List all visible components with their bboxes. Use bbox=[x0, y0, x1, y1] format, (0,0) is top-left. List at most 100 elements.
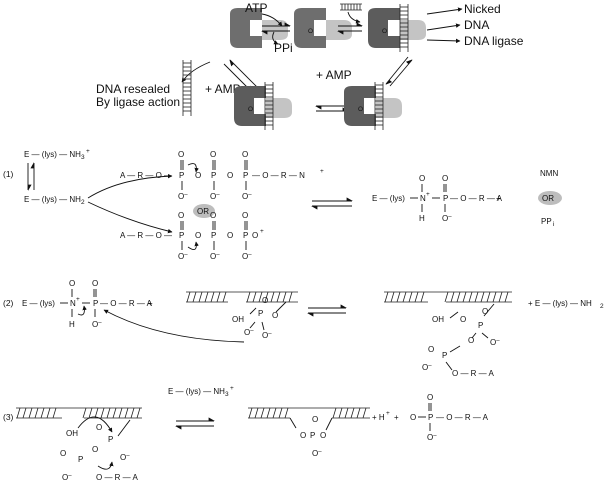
svg-text:H: H bbox=[419, 214, 425, 223]
dna-rung bbox=[270, 291, 275, 303]
e-lys-nh3-step3: E — (lys) — NH bbox=[168, 387, 225, 396]
dna-rung bbox=[338, 407, 343, 419]
amp-product: O P — O — R — A O O– bbox=[410, 393, 489, 442]
dna-ladder-4 bbox=[264, 82, 274, 130]
amp-mark-3: O bbox=[382, 28, 387, 35]
svg-text:3: 3 bbox=[81, 154, 85, 161]
svg-text:+: + bbox=[260, 228, 264, 235]
dna-ladder-3 bbox=[399, 4, 409, 52]
ligase-enzyme-3: O bbox=[368, 8, 426, 48]
dna-rung bbox=[266, 407, 271, 419]
amp-mark-4: O bbox=[248, 106, 253, 113]
svg-text:O: O bbox=[242, 211, 248, 220]
svg-text:+: + bbox=[76, 296, 80, 303]
svg-text:O: O bbox=[272, 311, 278, 320]
svg-text:O–: O– bbox=[178, 252, 188, 261]
svg-text:P: P bbox=[93, 299, 98, 308]
dna-rung bbox=[396, 291, 401, 303]
dna-rung bbox=[118, 407, 123, 419]
atp-p3: P bbox=[243, 171, 248, 180]
svg-text:P: P bbox=[243, 231, 248, 240]
svg-text:P: P bbox=[443, 194, 448, 203]
svg-text:OH: OH bbox=[232, 315, 244, 324]
h-plus: + H bbox=[372, 413, 385, 422]
svg-text:E — (lys): E — (lys) bbox=[372, 194, 405, 203]
atp-p2: P bbox=[211, 171, 216, 180]
dna-rung bbox=[462, 291, 467, 303]
dna-rung bbox=[474, 291, 479, 303]
dna-rung bbox=[22, 407, 27, 419]
ligase-enzyme-2: O bbox=[294, 8, 352, 48]
or-badge-2 bbox=[538, 191, 562, 205]
step-1-label: (1) bbox=[3, 169, 14, 179]
dna-rung bbox=[258, 291, 263, 303]
ligase-enzyme-5: O bbox=[344, 86, 402, 126]
dna-ligase-label: DNA ligase bbox=[464, 34, 524, 48]
svg-text:O–: O– bbox=[312, 449, 322, 458]
step2-enzyme-amp: E — (lys) N + P — O — R — A + O O H O– bbox=[22, 279, 153, 329]
svg-text:P: P bbox=[78, 455, 83, 464]
dna-ladder-5 bbox=[374, 82, 384, 130]
svg-text:+: + bbox=[320, 168, 324, 175]
svg-text:E — (lys): E — (lys) bbox=[22, 299, 55, 308]
dna-ladder-sealed bbox=[182, 60, 192, 116]
svg-text:O–: O– bbox=[422, 363, 432, 372]
svg-text:O: O bbox=[195, 171, 201, 180]
svg-text:+: + bbox=[86, 148, 90, 155]
atp-label: ATP bbox=[245, 1, 267, 15]
dna-rung bbox=[28, 407, 33, 419]
svg-text:H: H bbox=[69, 320, 75, 329]
svg-text:O–: O– bbox=[210, 192, 220, 201]
svg-text:O–: O– bbox=[62, 473, 72, 482]
dna-rung bbox=[350, 407, 355, 419]
dna-rung bbox=[192, 291, 197, 303]
svg-text:O: O bbox=[210, 150, 216, 159]
dna-rung bbox=[136, 407, 141, 419]
top-arrows bbox=[181, 7, 463, 112]
dna-rung bbox=[100, 407, 105, 419]
dna-rung bbox=[456, 291, 461, 303]
dna-rung bbox=[356, 407, 361, 419]
atp-p1: P bbox=[179, 171, 184, 180]
svg-text:N: N bbox=[70, 299, 76, 308]
dna-rung bbox=[282, 291, 287, 303]
dna-rung bbox=[124, 407, 129, 419]
svg-text:O–: O– bbox=[242, 252, 252, 261]
dna-rung bbox=[498, 291, 503, 303]
dna-rung bbox=[492, 291, 497, 303]
svg-text:O: O bbox=[460, 315, 466, 324]
amp-mark-5: O bbox=[358, 106, 363, 113]
dna-rung bbox=[390, 291, 395, 303]
svg-text:O: O bbox=[195, 231, 201, 240]
svg-text:O: O bbox=[92, 279, 98, 288]
dna-rung bbox=[408, 291, 413, 303]
dna-rung bbox=[276, 291, 281, 303]
dna-rung bbox=[278, 407, 283, 419]
svg-text:P: P bbox=[108, 435, 113, 444]
step1-product: E — (lys) N + P — O — R — A + O O H O– bbox=[372, 174, 503, 223]
dna-rung bbox=[52, 407, 57, 419]
amp-label-1: + AMP bbox=[316, 68, 352, 82]
dna-rung bbox=[444, 291, 449, 303]
svg-text:O–: O– bbox=[244, 328, 254, 337]
dna-rung bbox=[34, 407, 39, 419]
dna-rung bbox=[402, 291, 407, 303]
nmn-label: NMN bbox=[540, 169, 558, 178]
svg-text:O: O bbox=[427, 393, 433, 402]
svg-text:P: P bbox=[478, 321, 483, 330]
svg-text:P: P bbox=[310, 431, 315, 440]
svg-text:O: O bbox=[468, 336, 474, 345]
svg-text:2: 2 bbox=[600, 303, 604, 310]
svg-text:+: + bbox=[148, 299, 153, 308]
dna-rung bbox=[414, 291, 419, 303]
dna-rung bbox=[420, 291, 425, 303]
svg-text:— O — R — A: — O — R — A bbox=[100, 299, 153, 308]
svg-text:P: P bbox=[258, 309, 263, 318]
svg-text:+: + bbox=[386, 410, 390, 417]
svg-text:O–: O– bbox=[210, 252, 220, 261]
svg-text:OH: OH bbox=[432, 315, 444, 324]
svg-text:O: O bbox=[300, 431, 306, 440]
e-lys-nh3: E — (lys) — NH bbox=[24, 150, 81, 159]
ligase-enzyme-4: O bbox=[234, 86, 292, 126]
svg-text:OR: OR bbox=[542, 194, 554, 203]
